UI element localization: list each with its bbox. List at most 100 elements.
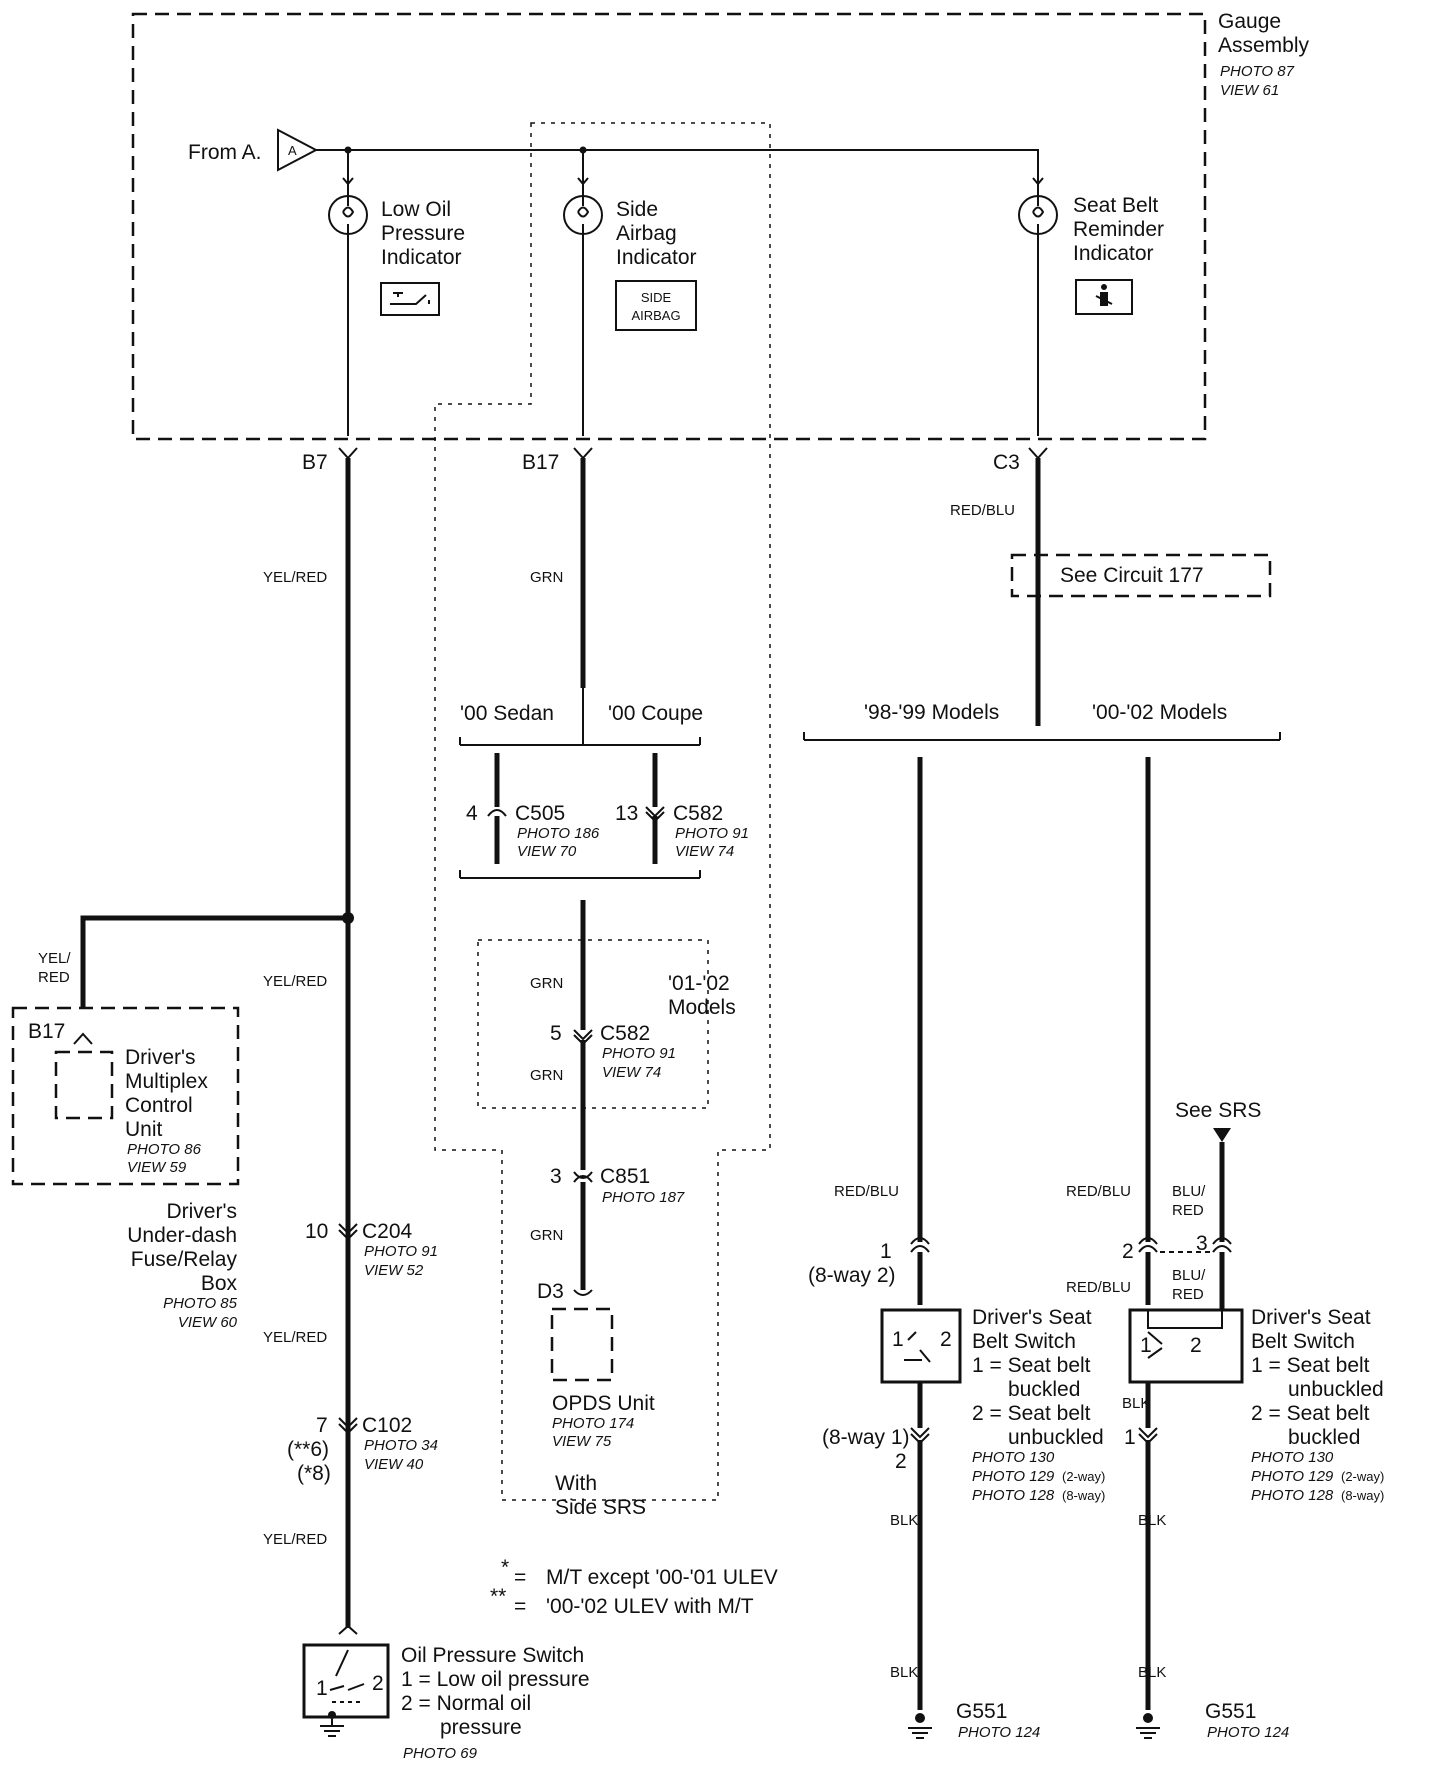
sb1-switch-box: [880, 1308, 962, 1384]
oil-switch-desc-1: 1 = Low oil pressure: [401, 1668, 590, 1691]
c204-view: VIEW 52: [364, 1262, 424, 1279]
wire-blu-red-2: RED: [1172, 1286, 1204, 1303]
yel-red-branch-wire: [80, 915, 348, 1008]
sb2-photo-2: PHOTO 129: [1251, 1468, 1334, 1485]
sb2-switch-inner-wire: [1147, 1310, 1223, 1329]
sb1-desc-3: 2 = Seat belt: [972, 1402, 1091, 1425]
pin-b7: B7: [302, 451, 328, 474]
note-eq-2: =: [514, 1595, 526, 1618]
gauge-title-1: Gauge: [1218, 10, 1281, 33]
with-side-srs-1: With: [555, 1472, 597, 1495]
see-circuit-label: See Circuit 177: [1060, 564, 1204, 587]
c582b-name: C582: [600, 1022, 650, 1045]
seat-belt-label-3: Indicator: [1073, 242, 1154, 265]
c204-photo: PHOTO 91: [364, 1243, 438, 1260]
sb1-switch-contacts: [904, 1331, 931, 1363]
dmcu-label-3: Control: [125, 1094, 193, 1117]
c204-pin: 10: [305, 1220, 328, 1243]
low-oil-label-2: Pressure: [381, 222, 465, 245]
low-oil-bulb-icon: [328, 195, 368, 235]
c851-name: C851: [600, 1165, 650, 1188]
from-a-label: From A.: [188, 141, 262, 164]
sb1-ground: G551: [956, 1700, 1007, 1723]
c102-pin-3: (*8): [297, 1462, 331, 1485]
seat-belt-label-1: Seat Belt: [1073, 194, 1158, 217]
sb1-title-2: Belt Switch: [972, 1330, 1076, 1353]
sb2-switch-contacts: [1147, 1331, 1163, 1359]
sb2-pin1: 1: [1124, 1426, 1136, 1449]
underdash-label-2: Under-dash: [127, 1224, 237, 1247]
sb1-photo-2: PHOTO 129: [972, 1468, 1055, 1485]
c505-pin: 4: [466, 802, 478, 825]
oil-switch-desc-2: 2 = Normal oil: [401, 1692, 531, 1715]
gauge-assembly-box: [131, 12, 1207, 441]
sb2-title-2: Belt Switch: [1251, 1330, 1355, 1353]
wire-red: RED: [38, 969, 70, 986]
oil-switch-photo: PHOTO 69: [403, 1745, 478, 1762]
side-airbag-icon-text-1: SIDE: [641, 290, 672, 305]
sb2-switch-pin-1: 1: [1140, 1334, 1152, 1357]
connector-symbols: [487, 806, 665, 823]
ground-icon: [1136, 1727, 1160, 1739]
sb1-desc-4: unbuckled: [1008, 1426, 1104, 1449]
c582b-connector-symbol: [573, 1029, 593, 1046]
opds-unit-box: [550, 1307, 614, 1382]
low-oil-label-1: Low Oil: [381, 198, 451, 221]
dmcu-label-2: Multiplex: [125, 1070, 208, 1093]
sb1-pin1-note: (8-way 2): [808, 1264, 896, 1287]
c102-name: C102: [362, 1414, 412, 1437]
sb2-title-1: Driver's Seat: [1251, 1306, 1371, 1329]
oil-switch-pin-1: 1: [316, 1677, 328, 1700]
dmcu-pin-receptacle: [73, 1032, 93, 1045]
side-airbag-label-1: Side: [616, 198, 658, 221]
side-airbag-label-2: Airbag: [616, 222, 677, 245]
note-2: '00-'02 ULEV with M/T: [546, 1595, 754, 1618]
pin-b17: B17: [522, 451, 559, 474]
c851-pin: 3: [550, 1165, 562, 1188]
oil-switch-desc-3: pressure: [440, 1716, 522, 1739]
wire-yel-red-3: YEL/RED: [263, 1329, 327, 1346]
ground-icon: [908, 1727, 932, 1739]
dmcu-dashed-box: [11, 1006, 240, 1186]
c851-connector-symbol: [573, 1171, 593, 1183]
opds-view: VIEW 75: [552, 1433, 612, 1450]
underdash-photo: PHOTO 85: [163, 1295, 238, 1312]
ground-icon: [320, 1719, 344, 1737]
wire-yel-red-4: YEL/RED: [263, 1531, 327, 1548]
see-circuit-box: [1010, 553, 1272, 598]
sb1-switch-pin-1: 1: [892, 1328, 904, 1351]
oil-can-icon: [380, 282, 440, 316]
models-9899-label: '98-'99 Models: [864, 701, 999, 724]
c102-pin-2: (**6): [287, 1438, 329, 1461]
note-star-2: **: [490, 1585, 506, 1608]
sb2-connector-symbols: [1138, 1237, 1232, 1253]
sb2-desc-1: 1 = Seat belt: [1251, 1354, 1370, 1377]
sb1-desc-2: buckled: [1008, 1378, 1080, 1401]
gauge-view: VIEW 61: [1220, 82, 1279, 99]
sb2-desc-2: unbuckled: [1288, 1378, 1384, 1401]
gauge-pin-receptacles: [338, 447, 1048, 460]
underdash-view: VIEW 60: [178, 1314, 238, 1331]
triangle-a-label: A: [288, 143, 297, 158]
c102-photo: PHOTO 34: [364, 1437, 438, 1454]
note-star-1: *: [501, 1556, 509, 1579]
side-srs-dotted-region: [434, 122, 771, 1501]
side-airbag-icon-text-2: AIRBAG: [631, 308, 680, 323]
c204-name: C204: [362, 1220, 413, 1243]
see-srs-label: See SRS: [1175, 1099, 1261, 1122]
bus-a-wire: [316, 149, 1039, 182]
oil-switch-pin-2: 2: [372, 1672, 384, 1695]
underdash-label-4: Box: [201, 1272, 238, 1295]
gauge-photo: PHOTO 87: [1220, 63, 1295, 80]
wire-blk-5: BLK: [1138, 1664, 1166, 1681]
seat-belt-person-icon: [1075, 279, 1133, 315]
c582b-photo: PHOTO 91: [602, 1045, 676, 1062]
model-split-bracket-bottom: [459, 870, 701, 879]
c204-connector-symbol: [338, 1223, 358, 1241]
c102-connector-symbol: [338, 1417, 358, 1435]
c582b-pin: 5: [550, 1022, 562, 1045]
sb2-ground: G551: [1205, 1700, 1256, 1723]
sb2-photo-1: PHOTO 130: [1251, 1449, 1334, 1466]
see-srs-arrow-icon: [1213, 1128, 1231, 1142]
wire-blu-red: RED: [1172, 1202, 1204, 1219]
